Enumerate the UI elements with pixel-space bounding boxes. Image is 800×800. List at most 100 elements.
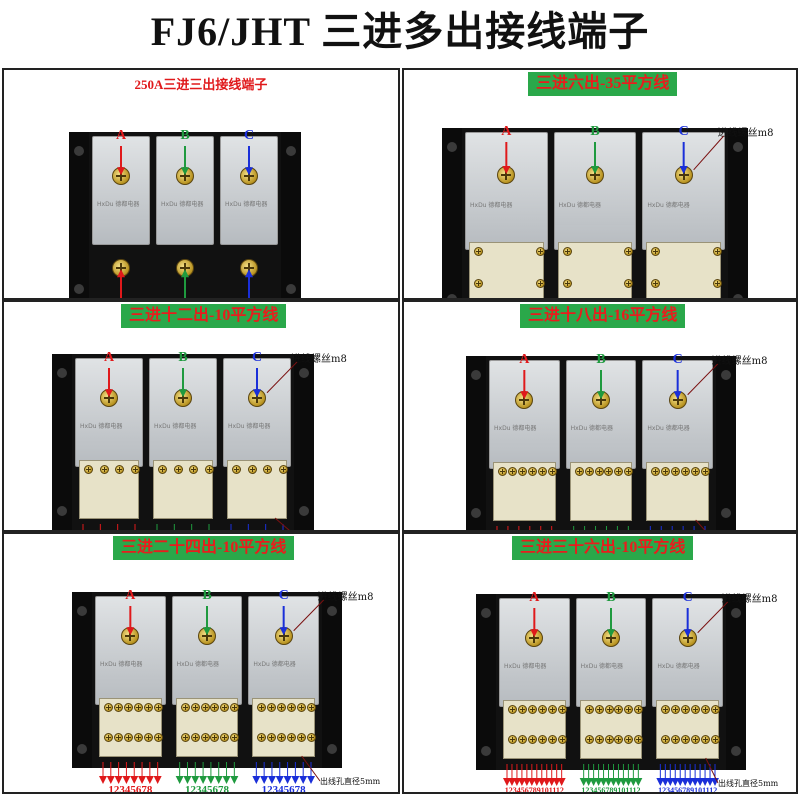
outlet-screw (143, 732, 153, 742)
outlet-screw (277, 732, 287, 742)
brand-label: HxDu 德都电器 (228, 423, 271, 430)
outlet-screw (287, 702, 297, 712)
module-cover-b: HxDu 德都电器 (149, 358, 217, 468)
outlet-screw (594, 734, 604, 744)
phase-label-c: C (243, 128, 255, 143)
mounting-hole (731, 608, 741, 618)
outlet-screw (257, 732, 267, 742)
mounting-ear-right (716, 356, 736, 530)
outlet-screw (158, 464, 167, 474)
outlet-block (493, 461, 557, 522)
brand-label: HxDu 德都电器 (570, 425, 614, 432)
brand-label: HxDu 德都电器 (558, 202, 602, 209)
inlet-screw-note: 进线螺丝m8 (717, 128, 774, 139)
outlet-numbers-a: 12345678 (108, 784, 153, 794)
mounting-hole (447, 142, 457, 152)
module-cover-b: HxDu 德都电器 (553, 132, 637, 250)
panel-header: 三进十八出-16平方线 (520, 304, 686, 328)
outlet-screw (180, 732, 190, 742)
outlet-screw (133, 732, 143, 742)
outlet-screw (547, 734, 557, 744)
outlet-screw (173, 464, 183, 474)
outlet-block (227, 459, 288, 520)
outlet-screw (498, 466, 507, 476)
outlet-screw (527, 704, 537, 714)
outlet-screw (176, 258, 194, 277)
outlet-screw (123, 702, 133, 712)
outlet-screw (143, 702, 153, 712)
outlet-screw (474, 279, 483, 289)
outlet-hole-note: 出线孔直径5mm (718, 779, 779, 788)
phase-label-a: A (125, 588, 136, 603)
outlet-screw (701, 704, 711, 714)
phase-label-b: B (590, 124, 600, 139)
mounting-hole (57, 506, 67, 516)
module-cover-a: HxDu 德都电器 (489, 360, 560, 470)
brand-label: HxDu 德都电器 (100, 661, 143, 668)
terminal-block: HxDu 德都电器 HxDu 德都电器 HxDu 德都电器 (466, 356, 736, 530)
mounting-hole (731, 746, 741, 756)
outlet-numbers-c: 123456789101112 (658, 786, 718, 794)
outlet-screw (562, 247, 572, 256)
outlet-screw (267, 702, 277, 712)
brand-label: HxDu 德都电器 (225, 201, 268, 208)
outlet-screw (671, 734, 681, 744)
outlet-screw (189, 464, 199, 474)
outlet-screw (113, 732, 123, 742)
phase-label-b: B (180, 128, 190, 143)
mounting-ear-right (322, 592, 342, 768)
outlet-screw (614, 466, 624, 476)
outlet-screw (691, 466, 701, 476)
module-cover-c: HxDu 德都电器 (642, 132, 725, 250)
module-cover-a: HxDu 德都电器 (75, 358, 143, 468)
mounting-hole (733, 294, 743, 298)
outlet-numbers-c: 12345678 (261, 784, 306, 794)
mounting-ear-left (476, 594, 496, 770)
module-cover-b: HxDu 德都电器 (156, 136, 214, 246)
mounting-hole (299, 368, 309, 378)
phase-label-c: C (682, 590, 693, 605)
outlet-screw (200, 702, 210, 712)
brand-label: HxDu 德都电器 (253, 661, 296, 668)
outlet-screw (277, 702, 287, 712)
module-cover-c: HxDu 德都电器 (642, 360, 713, 470)
brand-label: HxDu 德都电器 (647, 202, 690, 209)
module-cover-c: HxDu 德都电器 (652, 598, 723, 708)
brand-label: HxDu 德都电器 (470, 202, 513, 209)
outlet-screw (200, 732, 210, 742)
terminal-block: HxDu 德都电器 HxDu 德都电器 HxDu 德都电器 (442, 128, 748, 298)
mounting-hole (447, 294, 457, 298)
mounting-hole (481, 746, 491, 756)
panel-header: 三进二十四出-10平方线 (113, 536, 295, 560)
outlet-screw (240, 258, 258, 277)
mounting-hole (327, 606, 337, 616)
outlet-screw (604, 704, 614, 714)
outlet-screw (517, 704, 527, 714)
outlet-screw (84, 464, 93, 474)
phase-label-b: B (606, 590, 616, 605)
outlet-block (503, 699, 567, 760)
phase-label-a: A (115, 128, 127, 143)
outlet-screw (133, 702, 143, 712)
outlet-screw (557, 734, 567, 744)
outlet-screw (712, 279, 722, 289)
outlet-screw (535, 279, 545, 289)
brand-label: HxDu 德都电器 (580, 663, 624, 670)
outlet-screw (507, 466, 517, 476)
outlet-screw (306, 732, 316, 742)
outlet-screw (547, 704, 557, 714)
inlet-screw-note: 进线螺丝m8 (711, 356, 768, 367)
outlet-screw (230, 702, 240, 712)
outlet-numbers-b: 12345678 (184, 784, 229, 794)
outlet-screw (257, 702, 267, 712)
outlet-block (656, 699, 720, 760)
phase-label-b: B (202, 588, 212, 603)
outlet-block (153, 459, 214, 520)
outlet-screw (527, 734, 537, 744)
outlet-screw (279, 464, 288, 474)
inlet-screw (678, 629, 697, 648)
